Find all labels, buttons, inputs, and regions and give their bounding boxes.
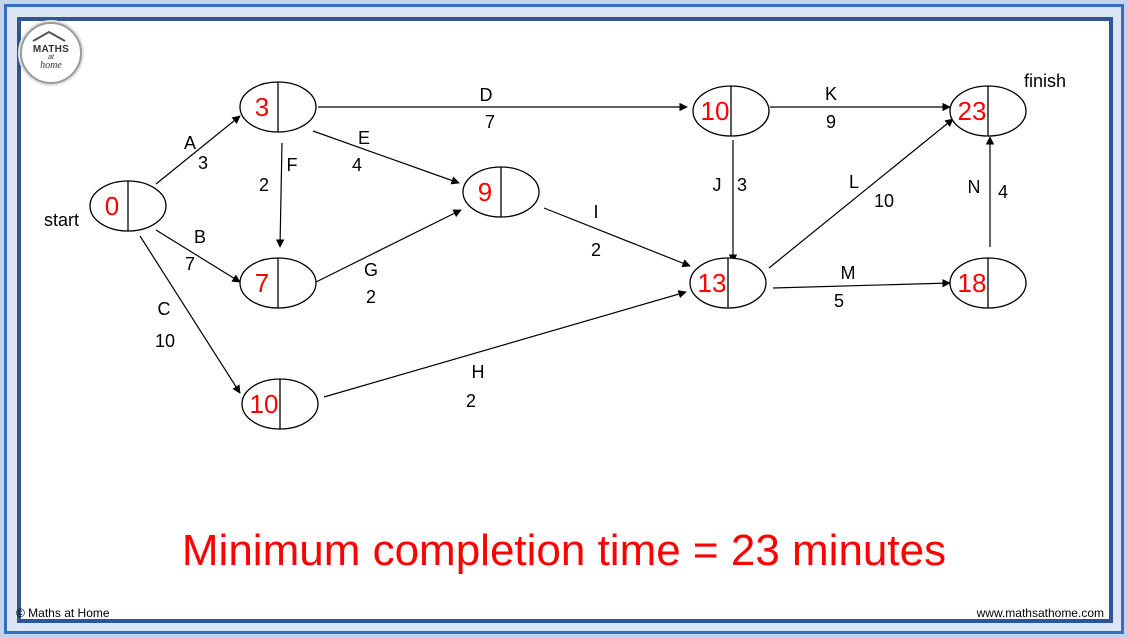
edge-activity-label: I [593,202,598,222]
event-node: 23 [949,85,1027,137]
event-node: 13 [689,257,767,309]
edge-duration-label: 5 [834,291,844,311]
edge-duration-label: 10 [874,191,894,211]
edge-activity-label: G [364,260,378,280]
node-earliest-time: 9 [478,177,492,207]
edge-duration-label: 10 [155,331,175,351]
edge-activity-label: H [472,362,485,382]
node-earliest-time: 23 [958,96,987,126]
edge-activity-label: M [841,263,856,283]
edge-duration-label: 4 [998,182,1008,202]
node-earliest-time: 18 [958,268,987,298]
edge-f: F2 [259,142,298,248]
minimum-completion-time-headline: Minimum completion time = 23 minutes [181,526,947,575]
edge-arrow [275,142,285,248]
edge-l: L 10 [768,118,954,269]
edge-m: M5 [772,263,951,311]
event-node: 10 [692,85,770,137]
edge-c: C 10 [139,235,241,394]
node-earliest-time: 7 [255,268,269,298]
edge-a: A3 [155,115,241,185]
website-url: www.mathsathome.com [976,606,1104,620]
event-node: 0 [89,180,167,232]
edge-activity-label: J [713,175,722,195]
edge-duration-label: 3 [737,175,747,195]
edge-duration-label: 4 [352,155,362,175]
copyright-text: © Maths at Home [16,606,110,620]
edge-duration-label: 7 [485,112,495,132]
edge-arrow [312,130,460,185]
edge-arrow [155,115,241,185]
edge-duration-label: 2 [259,175,269,195]
finish-label: finish [1024,71,1066,91]
node-earliest-time: 0 [105,191,119,221]
event-node: 9 [462,166,540,218]
edge-e: E4 [312,128,460,185]
edge-duration-label: 2 [466,391,476,411]
edge-duration-label: 9 [826,112,836,132]
edge-activity-label: E [358,128,370,148]
edge-d: D7 [318,85,688,132]
edge-arrow [543,207,691,268]
edge-activity-label: A [184,133,196,153]
edge-b: B7 [155,227,241,283]
edge-activity-label: F [287,155,298,175]
edge-duration-label: 2 [366,287,376,307]
node-earliest-time: 3 [255,92,269,122]
edge-activity-label: N [968,177,981,197]
start-label: start [44,210,79,230]
edge-arrow [315,209,462,283]
edge-k: K9 [770,84,951,132]
edge-arrow [772,279,951,289]
edge-duration-label: 7 [185,254,195,274]
logo-text-maths: MATHS [32,44,70,55]
node-earliest-time: 13 [698,268,727,298]
edge-activity-label: D [480,85,493,105]
edge-arrow [768,118,954,269]
event-node: 10 [241,378,319,430]
event-node: 7 [239,257,317,309]
edge-activity-label: L [849,172,859,192]
node-earliest-time: 10 [250,389,279,419]
edge-arrow [139,235,241,394]
event-node: 3 [239,81,317,133]
event-node: 18 [949,257,1027,309]
node-earliest-time: 10 [701,96,730,126]
edge-activity-label: K [825,84,837,104]
edge-h: H2 [323,290,687,411]
edge-activity-label: C [158,299,171,319]
slide-panel [17,17,1113,623]
maths-at-home-logo: MATHS at home [20,22,82,84]
outer-frame [4,4,1124,634]
edge-i: I2 [543,202,691,268]
house-roof-icon [32,30,66,42]
edge-duration-label: 2 [591,240,601,260]
edge-g: G2 [315,209,462,307]
logo-text-home: home [40,60,62,71]
edge-activity-label: B [194,227,206,247]
edge-duration-label: 3 [198,153,208,173]
edge-arrow [155,229,241,283]
logo-text-at: at [48,54,54,61]
edge-arrow [323,290,687,398]
